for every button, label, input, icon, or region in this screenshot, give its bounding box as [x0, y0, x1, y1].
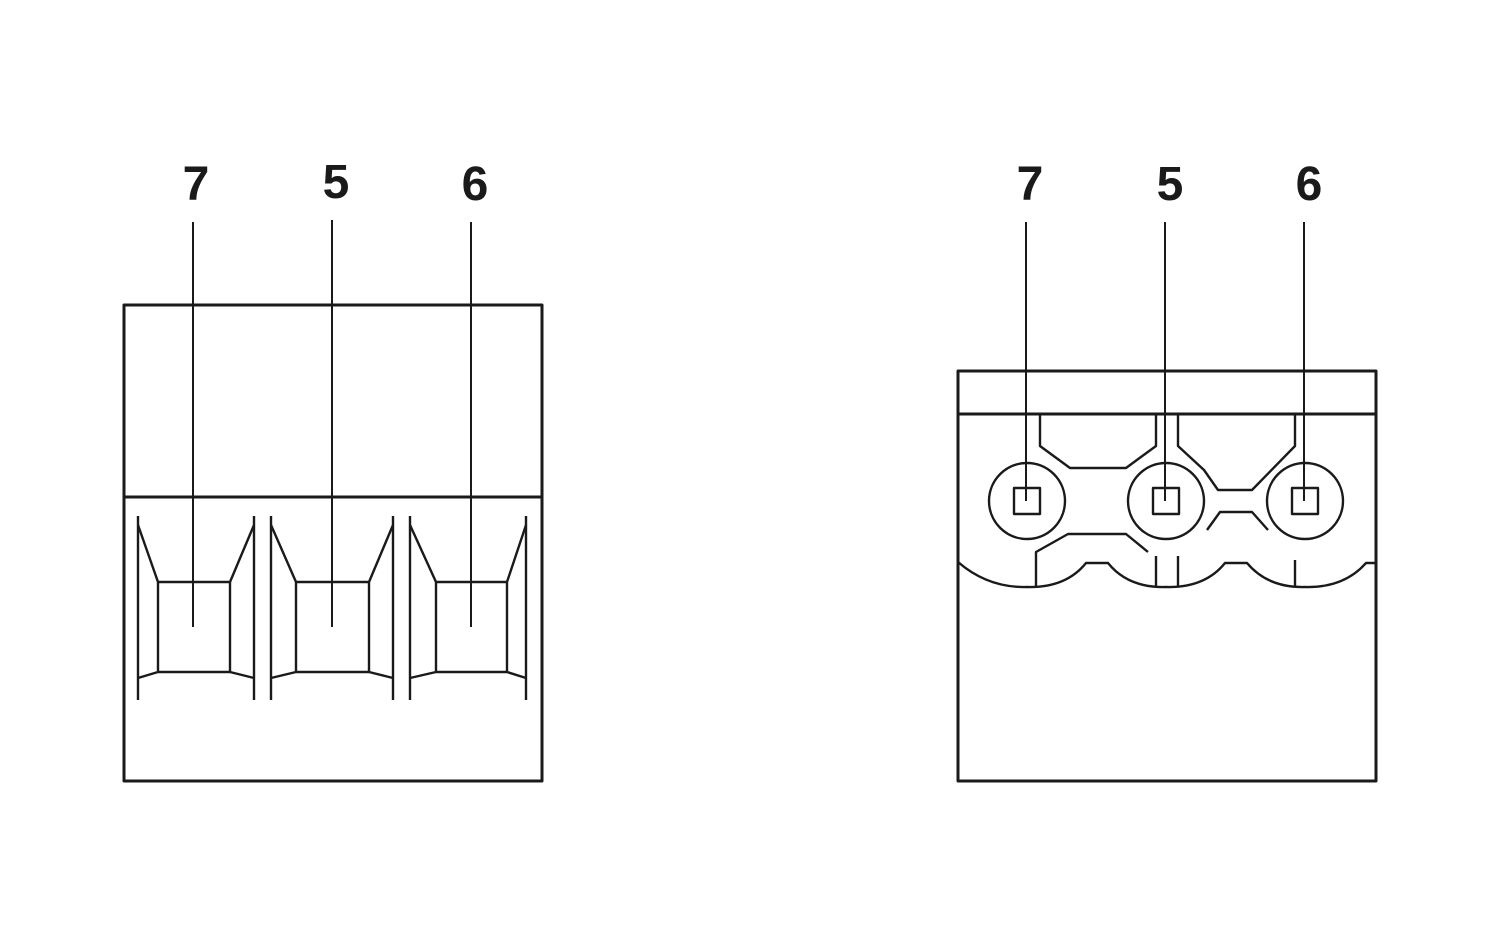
left-wire-entry-3 — [408, 516, 528, 700]
left-callout-6: 6 — [462, 158, 489, 211]
left-wire-entry-2 — [269, 516, 395, 700]
right-recess-contours — [957, 414, 1376, 589]
right-callout-6: 6 — [1296, 158, 1323, 211]
right-callout-7: 7 — [1017, 158, 1044, 211]
left-connector-view: 7 5 6 — [122, 156, 544, 783]
left-callout-5: 5 — [323, 156, 350, 209]
right-housing-outline — [956, 369, 1378, 783]
left-wire-entry-1 — [136, 516, 256, 700]
right-callout-5: 5 — [1157, 158, 1184, 211]
left-callout-7: 7 — [183, 158, 210, 211]
right-connector-view: 7 5 6 — [956, 158, 1378, 783]
